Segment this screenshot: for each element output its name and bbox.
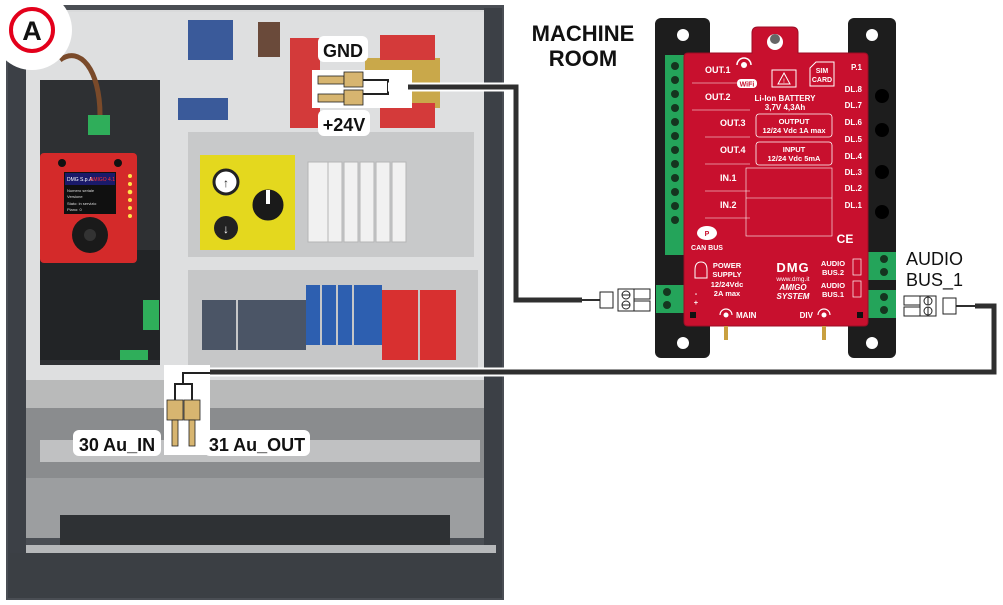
polarity-plus: + <box>694 298 699 307</box>
sim-label-1: SIM <box>816 68 829 75</box>
dl5-label: DL.5 <box>845 135 863 144</box>
dl1-label: DL.1 <box>845 201 863 210</box>
inverter-line4: Piano: 0 <box>67 207 82 212</box>
badge-letter: A <box>22 16 42 46</box>
control-cabinet: DMG S.p.A. AMIGO 4.1 Numero seriale Vers… <box>6 5 504 600</box>
brand-logo: DMG <box>776 260 809 275</box>
audio-bus2-socket <box>866 252 896 280</box>
dl8-label: DL.8 <box>845 85 863 94</box>
inverter-model: AMIGO 4.1 <box>90 177 115 183</box>
div-antenna-icon <box>817 308 831 340</box>
polarity-minus: - <box>695 289 698 298</box>
dl6-label: DL.6 <box>845 118 863 127</box>
audio-bus-label-line1: AUDIO <box>906 249 963 269</box>
plus24v-label: +24V <box>323 115 366 135</box>
device-body <box>683 26 869 327</box>
out3-label: OUT.3 <box>720 118 746 128</box>
power-terminal-socket <box>656 285 686 313</box>
battery-label-1: Li-Ion BATTERY <box>755 94 817 103</box>
battery-label-2: 3,7V 4,3Ah <box>765 103 806 112</box>
power-label-4: 2A max <box>714 289 741 298</box>
contactors <box>202 300 306 350</box>
circuit-breakers <box>307 161 407 243</box>
audio-bus1-label-2: BUS.1 <box>822 290 844 299</box>
audio-terminal-connector: 30 Au_IN 31 Au_OUT <box>73 365 310 456</box>
section-badge: A <box>0 0 72 70</box>
system-label-1: AMIGO <box>778 283 807 292</box>
wifi-label: WiFi <box>740 82 755 89</box>
relays <box>306 285 382 345</box>
amigo-device: OUT.1 OUT.2 OUT.3 OUT.4 IN.1 IN.2 WiFi ! <box>655 18 896 358</box>
svg-text:↑: ↑ <box>223 176 229 190</box>
main-antenna-icon <box>719 308 733 340</box>
dl7-label: DL.7 <box>845 101 863 110</box>
inverter-line1: Numero seriale <box>67 188 95 193</box>
can-bus-label: CAN BUS <box>691 245 723 252</box>
wifi-icon: WiFi <box>736 57 757 89</box>
in2-label: IN.2 <box>720 200 737 210</box>
dl4-label: DL.4 <box>845 152 863 161</box>
svg-text:P: P <box>705 231 710 238</box>
machine-room-line1: MACHINE <box>532 21 635 46</box>
can-bus-icon: P <box>697 226 717 240</box>
audio-bus1-label-1: AUDIO <box>821 281 845 290</box>
inverter-display-unit: DMG S.p.A. AMIGO 4.1 Numero seriale Vers… <box>40 153 137 263</box>
power-label-1: POWER <box>713 261 742 270</box>
in1-label: IN.1 <box>720 173 737 183</box>
audio-bus-label-line2: BUS_1 <box>906 270 963 291</box>
au-in-label: 30 Au_IN <box>79 435 155 455</box>
badge-ring <box>9 7 55 53</box>
dl2-label: DL.2 <box>845 184 863 193</box>
gnd-label: GND <box>323 41 363 61</box>
input-label-2: 12/24 Vdc 5mA <box>768 154 822 163</box>
p1-label: P.1 <box>851 63 863 72</box>
power-label-2: SUPPLY <box>712 270 741 279</box>
power-cable <box>388 82 651 312</box>
output-label-1: OUTPUT <box>779 117 810 126</box>
sim-label-2: CARD <box>812 77 832 84</box>
svg-text:↓: ↓ <box>223 222 229 236</box>
ce-mark: CE <box>837 232 854 246</box>
main-antenna-label: MAIN <box>736 311 757 320</box>
au-out-label: 31 Au_OUT <box>209 435 305 455</box>
dl3-label: DL.3 <box>845 168 863 177</box>
input-label-1: INPUT <box>783 145 806 154</box>
inverter-line2: Versione <box>67 194 83 199</box>
out2-label: OUT.2 <box>705 92 731 102</box>
battery-warning-icon: ! <box>771 69 797 88</box>
output-spec-box <box>755 113 833 138</box>
brand-website: www.dmg.it <box>775 276 809 283</box>
power-plug-icon <box>694 261 708 279</box>
system-label-2: SYSTEM <box>777 292 810 301</box>
out1-label: OUT.1 <box>705 65 731 75</box>
svg-text:!: ! <box>783 79 785 85</box>
audio-bus2-label-2: BUS.2 <box>822 268 844 277</box>
terminal-block <box>188 20 233 60</box>
inverter-brand: DMG S.p.A. <box>67 177 94 183</box>
power-label-3: 12/24Vdc <box>711 280 744 289</box>
sim-card-icon: SIM CARD <box>809 61 835 87</box>
div-antenna-label: DIV <box>800 311 814 320</box>
machine-room-line2: ROOM <box>549 46 617 71</box>
input-spec-box <box>755 141 833 166</box>
output-label-2: 12/24 Vdc 1A max <box>762 126 826 135</box>
out4-label: OUT.4 <box>720 145 746 155</box>
io-terminal-strip <box>665 55 685 255</box>
label-window <box>745 167 833 237</box>
audio-bus2-label-1: AUDIO <box>821 259 845 268</box>
inverter-line3: Stato: in servizio <box>67 201 97 206</box>
audio-bus-cable <box>210 295 1001 377</box>
audio-bus1-socket <box>866 290 896 318</box>
